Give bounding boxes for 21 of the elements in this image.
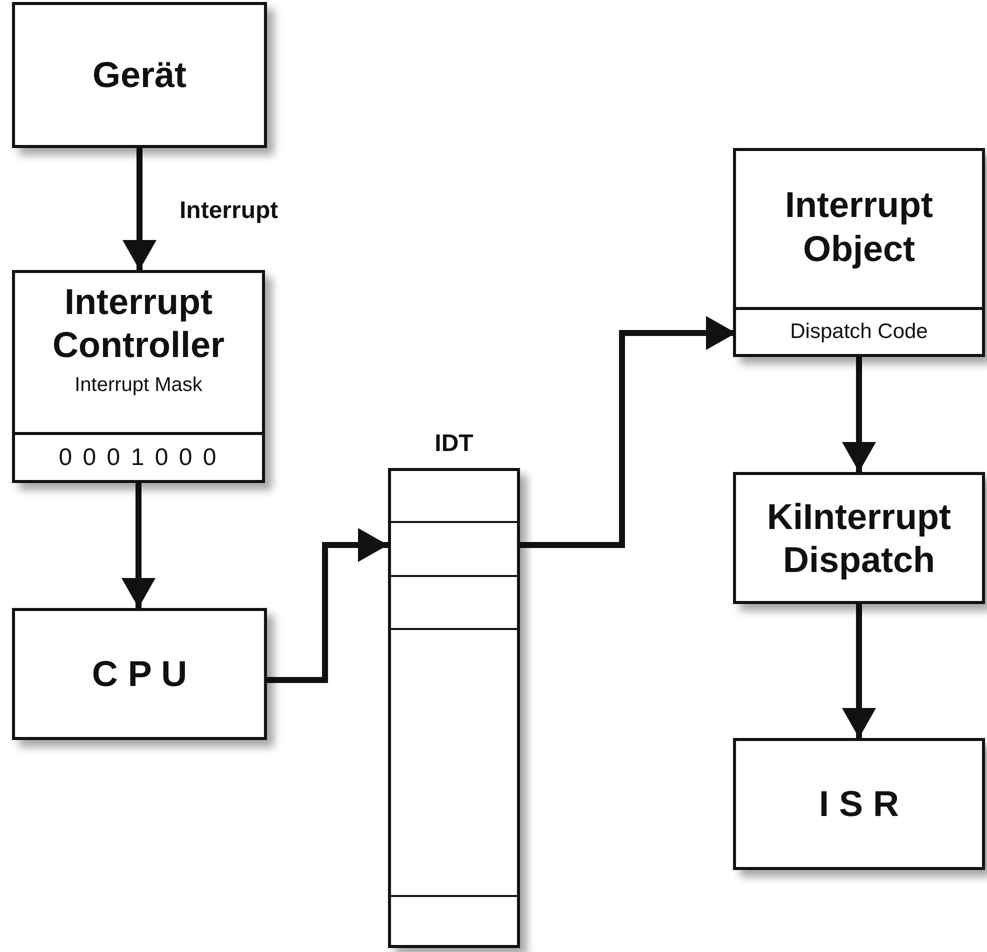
table-heading: IDT: [434, 430, 474, 458]
arrow: [842, 604, 876, 738]
node-title: Interrupt Controller: [51, 280, 226, 366]
register-row: [736, 307, 982, 354]
arrow: [267, 528, 388, 683]
node-title: I S R: [818, 782, 899, 826]
node-title: Gerät: [92, 53, 187, 97]
register-row: [15, 432, 262, 480]
arrow: [122, 148, 156, 270]
process-box: [733, 738, 985, 870]
controller-box: [12, 270, 265, 483]
node-title: C P U: [92, 652, 188, 696]
node-title: Interrupt Object: [784, 183, 934, 270]
process-box: [12, 2, 267, 148]
object-box: [733, 148, 985, 357]
node-subtext: Interrupt Mask: [74, 374, 202, 398]
node-title: KiInterrupt Dispatch: [766, 494, 952, 582]
process-box: [12, 608, 267, 740]
mask-bits: 0 0 0 1 0 0 0: [58, 444, 218, 472]
process-box: [733, 472, 985, 604]
node-subtext: Dispatch Code: [790, 320, 928, 344]
